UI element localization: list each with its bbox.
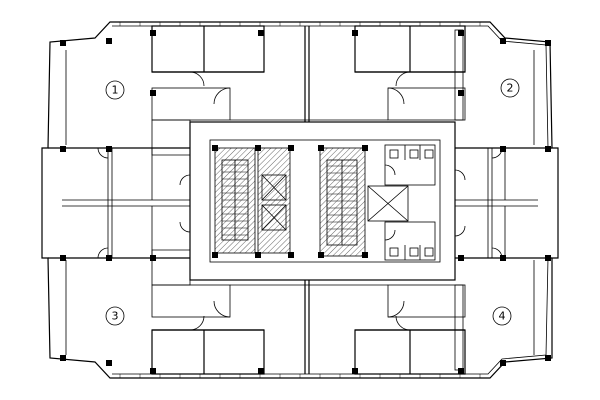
zone-marker-2: 2 (500, 78, 520, 98)
offices-bottom-left (151, 249, 265, 375)
core-outline (189, 121, 456, 281)
zone-label-1: 1 (112, 84, 119, 97)
offices-top-left (151, 25, 265, 156)
toilet-top (384, 144, 436, 186)
offices-top-right (354, 25, 466, 121)
zone-label-3: 3 (112, 310, 119, 323)
offices-right (454, 147, 552, 259)
toilet-bottom (384, 221, 436, 261)
zone-label-2: 2 (507, 82, 514, 95)
offices-left (48, 147, 191, 259)
zone-marker-1: 1 (105, 80, 125, 100)
stair-core-left (214, 147, 291, 254)
facade-mullions (119, 22, 481, 378)
offices-bottom-right (354, 284, 466, 375)
zone-marker-3: 3 (105, 306, 125, 326)
center-partitions (230, 26, 388, 374)
structural-columns (60, 30, 551, 374)
stair-core-right (319, 147, 409, 257)
zone-label-4: 4 (499, 310, 506, 323)
zone-marker-4: 4 (492, 306, 512, 326)
